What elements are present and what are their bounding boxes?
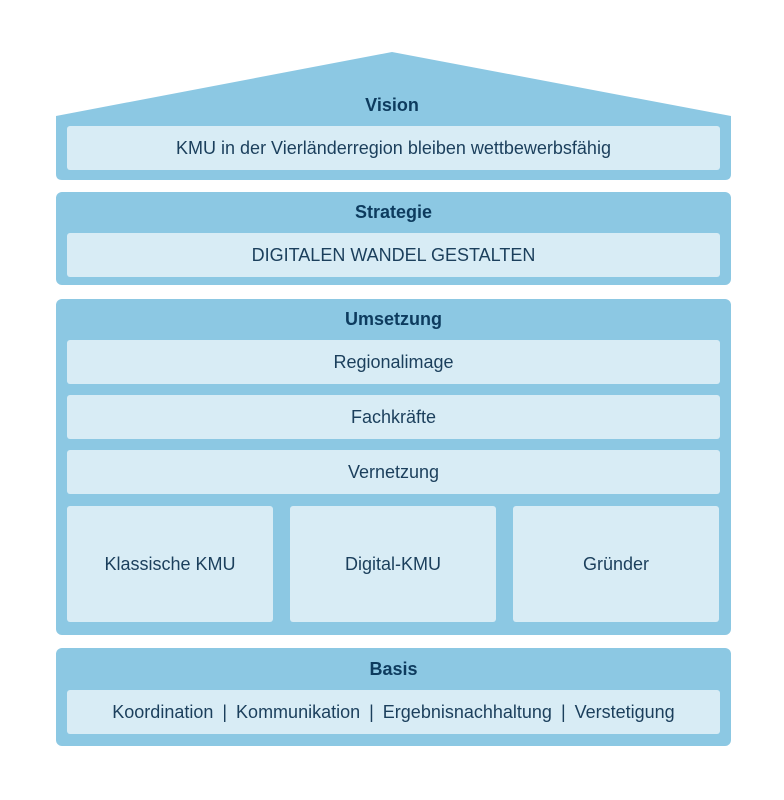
pillar-digital-kmu: Digital-KMU [290,506,496,622]
vision-title: Vision [365,95,419,115]
basis-separator: | [369,701,374,722]
umsetzung-row-vernetzung: Vernetzung [67,450,720,494]
strategie-statement: DIGITALEN WANDEL GESTALTEN [67,233,720,277]
basis-title: Basis [369,659,418,679]
basis-item-verstetigung: Verstetigung [574,701,675,722]
umsetzung-section: Umsetzung Regionalimage Fachkräfte Verne… [56,299,731,635]
umsetzung-row-regionalimage: Regionalimage [67,340,720,384]
strategie-title: Strategie [354,202,433,222]
pillar-gruender: Gründer [513,506,719,622]
umsetzung-title: Umsetzung [344,309,442,329]
umsetzung-row-fachkraefte: Fachkräfte [67,395,720,439]
strategie-section: Strategie DIGITALEN WANDEL GESTALTEN [56,192,731,285]
basis-items: Koordination | Kommunikation | Ergebnisn… [67,690,720,734]
vision-statement: KMU in der Vierländerregion bleiben wett… [67,126,720,170]
basis-section: Basis Koordination | Kommunikation | Erg… [56,648,731,746]
basis-item-koordination: Koordination [112,701,214,722]
pillar-klassische-kmu: Klassische KMU [67,506,273,622]
basis-separator: | [560,701,566,722]
basis-item-ergebnisnachhaltung: Ergebnisnachhaltung [382,701,552,722]
basis-item-kommunikation: Kommunikation [236,701,361,722]
basis-separator: | [222,701,228,722]
